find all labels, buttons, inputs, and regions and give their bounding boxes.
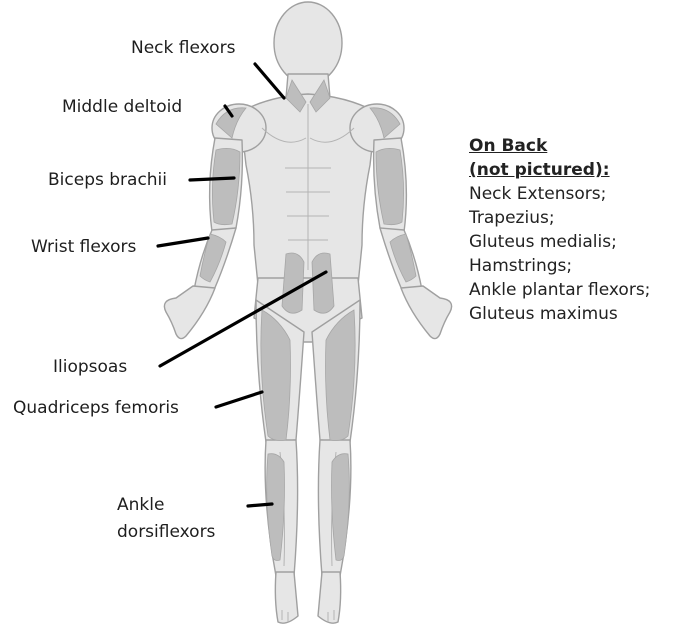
back-muscles-note: On Back (not pictured): Neck Extensors; …: [469, 134, 650, 326]
left-foot-shape: [275, 572, 298, 623]
quadriceps-femoris-leader: [216, 392, 262, 407]
ankle-dorsiflexors-muscle-left: [267, 454, 285, 561]
back-note-item: Neck Extensors;: [469, 182, 650, 206]
back-note-item: Gluteus maximus: [469, 302, 650, 326]
right-hand-shape: [401, 286, 452, 339]
iliopsoas-label: Iliopsoas: [53, 356, 127, 378]
biceps-brachii-leader: [190, 178, 234, 180]
back-note-item: Gluteus medialis;: [469, 230, 650, 254]
ankle-dorsiflexors-muscle-right: [332, 454, 350, 561]
wrist-flexors-leader: [158, 238, 208, 246]
ankle-dorsiflexors-leader: [248, 504, 272, 506]
ankle-dorsiflexors-label-line2: dorsiflexors: [117, 521, 215, 543]
back-note-item: Hamstrings;: [469, 254, 650, 278]
left-hand-shape: [164, 286, 215, 339]
iliopsoas-muscle-left: [282, 253, 304, 313]
right-foot-shape: [318, 572, 341, 623]
middle-deltoid-label: Middle deltoid: [62, 96, 182, 118]
back-note-heading-line1: On Back: [469, 134, 650, 158]
wrist-flexors-label: Wrist flexors: [31, 236, 136, 258]
head-shape: [274, 2, 342, 84]
back-note-item: Ankle plantar flexors;: [469, 278, 650, 302]
neck-flexors-label: Neck flexors: [131, 37, 235, 59]
ankle-dorsiflexors-label-line1: Ankle: [117, 494, 164, 516]
quadriceps-femoris-label: Quadriceps femoris: [13, 397, 179, 419]
biceps-brachii-label: Biceps brachii: [48, 169, 167, 191]
neck-flexors-leader: [255, 64, 284, 98]
back-note-heading-line2: (not pictured):: [469, 158, 650, 182]
iliopsoas-muscle-right: [312, 253, 334, 313]
back-note-item: Trapezius;: [469, 206, 650, 230]
